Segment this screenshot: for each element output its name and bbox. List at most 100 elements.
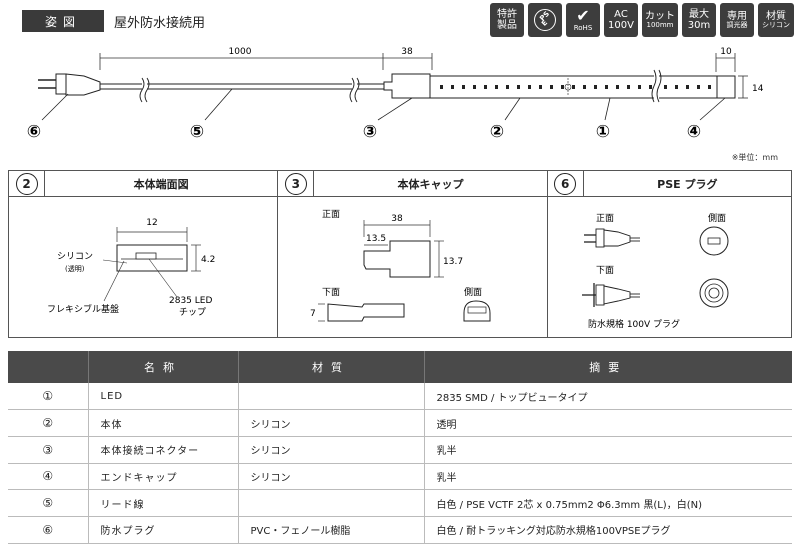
label-transparent: (透明): [65, 265, 85, 273]
panel-cap-number-label: 3: [284, 172, 307, 195]
row-name: 本体: [88, 409, 239, 437]
row-no: ④: [8, 463, 89, 491]
table-row: ④ エンドキャップ シリコン 乳半: [8, 463, 792, 491]
end-cap: [716, 75, 736, 99]
row-material: シリコン: [238, 409, 425, 437]
panel-pse-plug-title: PSE プラグ: [657, 177, 718, 191]
dim-lead-label: 1000: [229, 47, 252, 57]
badge-patent: 特許 製品: [490, 3, 524, 37]
cap-bottom-shape: [327, 303, 405, 322]
dim-end-label: 10: [720, 47, 732, 57]
cap-label-bottom: 下面: [322, 287, 340, 298]
row-no: ⑤: [8, 489, 89, 517]
led-chip: [616, 85, 619, 89]
panel-pse-plug-number: 6: [548, 171, 584, 196]
badge-dimmer-line1: 専用: [727, 10, 747, 22]
spec-table-header: 名称 材質 摘要: [8, 351, 792, 383]
row-no: ③: [8, 436, 89, 464]
row-name: エンドキャップ: [88, 463, 239, 491]
led-chips: [440, 85, 711, 89]
label-board: フレキシブル基盤: [47, 303, 119, 315]
row-no: ①: [8, 383, 89, 411]
badge-cut-line1: カット: [645, 10, 675, 22]
callout-3: ③: [363, 122, 377, 142]
row-material: シリコン: [238, 436, 425, 464]
badge-max-line2: 30m: [687, 20, 711, 31]
row-name: リード線: [88, 489, 239, 517]
led-chip: [462, 85, 465, 89]
cap-label-front: 正面: [322, 209, 340, 220]
led-chip-shape: [135, 252, 157, 260]
led-chip: [572, 85, 575, 89]
row-name: 防水プラグ: [88, 516, 239, 544]
plug-icon: [38, 73, 101, 96]
led-chip: [649, 85, 652, 89]
label-led-1: 2835 LED: [169, 296, 212, 306]
dim-height-label: 14: [752, 84, 764, 94]
led-chip: [550, 85, 553, 89]
callout-6: ⑥: [27, 122, 41, 142]
cap-dim-7: 7: [310, 309, 316, 319]
led-chip: [440, 85, 443, 89]
plug-label-bottom: 下面: [596, 265, 614, 276]
badge-ac100v: AC 100V: [604, 3, 638, 37]
led-chip: [664, 85, 667, 89]
plug-front-icon: [583, 228, 640, 248]
row-material: PVC・フェノール樹脂: [238, 516, 425, 544]
led-chip: [638, 85, 641, 89]
badge-material-line1: 材質: [766, 10, 786, 22]
cap-dim-13-7: 13.7: [443, 257, 463, 267]
led-chip: [627, 85, 630, 89]
callout-5: ⑤: [190, 122, 204, 142]
row-summary: 2835 SMD / トップビュータイプ: [424, 383, 792, 411]
plug-caption: 防水規格 100V プラグ: [588, 318, 680, 330]
led-chip: [686, 85, 689, 89]
badge-material: 材質 シリコン: [758, 3, 794, 37]
label-led-2: チップ: [179, 307, 206, 318]
panel-cap-number: 3: [278, 171, 315, 196]
panel-cap: 3 本体キャップ 正面 38 13.5 13.7 下面 7 側面: [278, 171, 548, 337]
cap-side-shape: [463, 300, 491, 322]
table-row: ③ 本体接続コネクター シリコン 乳半: [8, 436, 792, 464]
plug-label-front: 正面: [596, 213, 614, 224]
callout-4: ④: [687, 122, 701, 142]
silicone-body-shape: [116, 244, 188, 272]
badge-material-line2: シリコン: [762, 20, 790, 29]
cap-side-slot: [467, 306, 487, 314]
unit-note: ※単位：mm: [731, 153, 778, 162]
callout-2: ②: [490, 122, 504, 142]
led-chip: [605, 85, 608, 89]
page-title: 屋外防水接続用: [114, 16, 206, 31]
panel-pse-plug-header: 6 PSE プラグ: [547, 171, 791, 197]
row-summary: 乳半: [424, 463, 792, 491]
led-chip: [473, 85, 476, 89]
lead-wire: [100, 77, 384, 103]
row-material: [238, 383, 425, 411]
badge-patent-line1: 特許: [497, 9, 517, 20]
badge-dimmer: 専用 調光器: [720, 3, 754, 37]
led-chip: [697, 85, 700, 89]
product-outline-diagram: 1000 38 10 14: [27, 47, 764, 142]
panel-pse-plug-number-label: 6: [554, 172, 577, 195]
badge-cut: カット 100mm: [642, 3, 678, 37]
cap-front-shape: [363, 240, 431, 278]
badge-dimmer-line2: 調光器: [726, 20, 748, 29]
table-row: ② 本体 シリコン 透明: [8, 409, 792, 437]
panel-end-view: 2 本体端面図 12 4.2 シリコン (透明) フレキシブル基盤 2835 L…: [9, 171, 279, 337]
led-chip: [495, 85, 498, 89]
badge-rohs-line2: RoHS: [573, 23, 593, 32]
badge-rohs: ✔ RoHS: [566, 3, 600, 37]
table-row: ⑤ リード線 白色 / PSE VCTF 2芯 x 0.75mm2 Φ6.3mm…: [8, 489, 792, 517]
body-connector: [383, 73, 431, 99]
badge-cut-line2: 100mm: [646, 20, 674, 29]
plug-label-side: 側面: [708, 212, 726, 224]
led-chip: [675, 85, 678, 89]
strip-body: [430, 69, 718, 103]
callout-numbers: ⑥ ⑤ ③ ② ① ④: [27, 122, 701, 142]
plug-side-icon: [699, 226, 729, 256]
row-no: ②: [8, 409, 89, 437]
cap-dim-38: 38: [392, 214, 404, 224]
pse-plug-drawing: 正面 側面 下面: [581, 212, 729, 330]
